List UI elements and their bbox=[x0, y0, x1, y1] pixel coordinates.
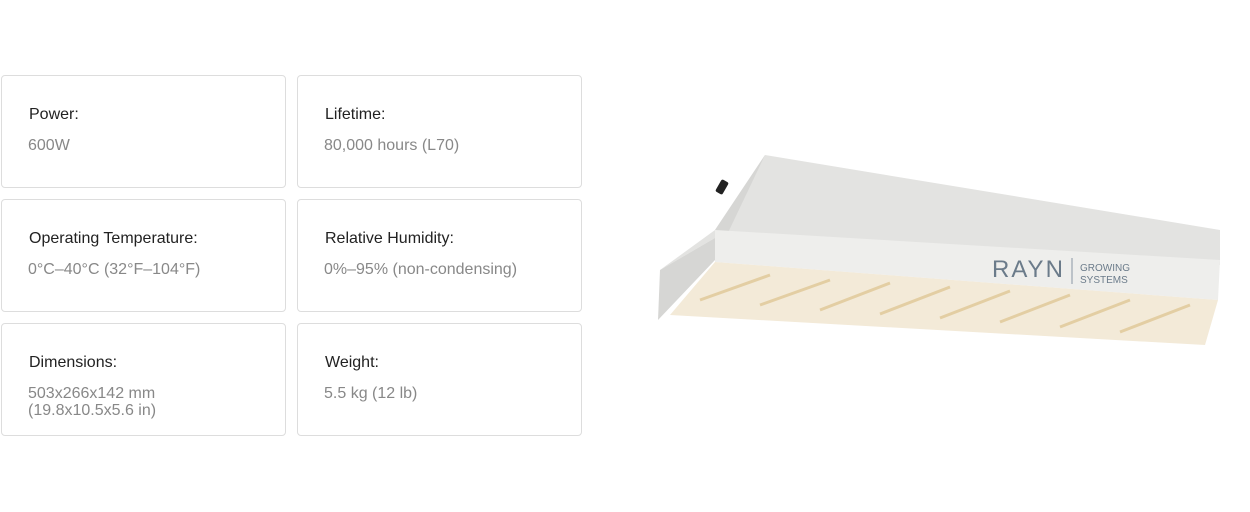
spec-label: Relative Humidity: bbox=[325, 230, 454, 247]
spec-label: Lifetime: bbox=[325, 106, 386, 123]
spec-value: 0%–95% (non-condensing) bbox=[324, 261, 518, 278]
spec-label: Weight: bbox=[325, 354, 379, 371]
spec-label: Power: bbox=[29, 106, 79, 123]
brand-logo: RAYN GROWING SYSTEMS bbox=[992, 256, 1130, 286]
spec-value: 0°C–40°C (32°F–104°F) bbox=[28, 261, 201, 278]
spec-value: 503x266x142 mm(19.8x10.5x5.6 in) bbox=[28, 385, 156, 419]
brand-sub-line2: SYSTEMS bbox=[1080, 275, 1128, 286]
spec-card-humidity: Relative Humidity: 0%–95% (non-condensing… bbox=[297, 199, 582, 312]
spec-card-weight: Weight: 5.5 kg (12 lb) bbox=[297, 323, 582, 436]
spec-label: Dimensions: bbox=[29, 354, 118, 371]
spec-card-temperature: Operating Temperature: 0°C–40°C (32°F–104… bbox=[1, 199, 286, 312]
spec-card-lifetime: Lifetime: 80,000 hours (L70) bbox=[297, 75, 582, 188]
spec-value: 600W bbox=[28, 137, 70, 154]
spec-label: Operating Temperature: bbox=[29, 230, 198, 247]
brand-name: RAYN bbox=[992, 256, 1065, 283]
spec-value-metric: 503x266x142 mm bbox=[28, 385, 156, 402]
spec-value: 80,000 hours (L70) bbox=[324, 137, 460, 154]
spec-card-dimensions: Dimensions: 503x266x142 mm(19.8x10.5x5.6 … bbox=[1, 323, 286, 436]
spec-card-power: Power: 600W bbox=[1, 75, 286, 188]
spec-value: 5.5 kg (12 lb) bbox=[324, 385, 418, 402]
spec-value-imperial: (19.8x10.5x5.6 in) bbox=[28, 402, 157, 419]
brand-sub-line1: GROWING bbox=[1080, 263, 1130, 274]
product-image: RAYN GROWING SYSTEMS bbox=[658, 155, 1220, 345]
